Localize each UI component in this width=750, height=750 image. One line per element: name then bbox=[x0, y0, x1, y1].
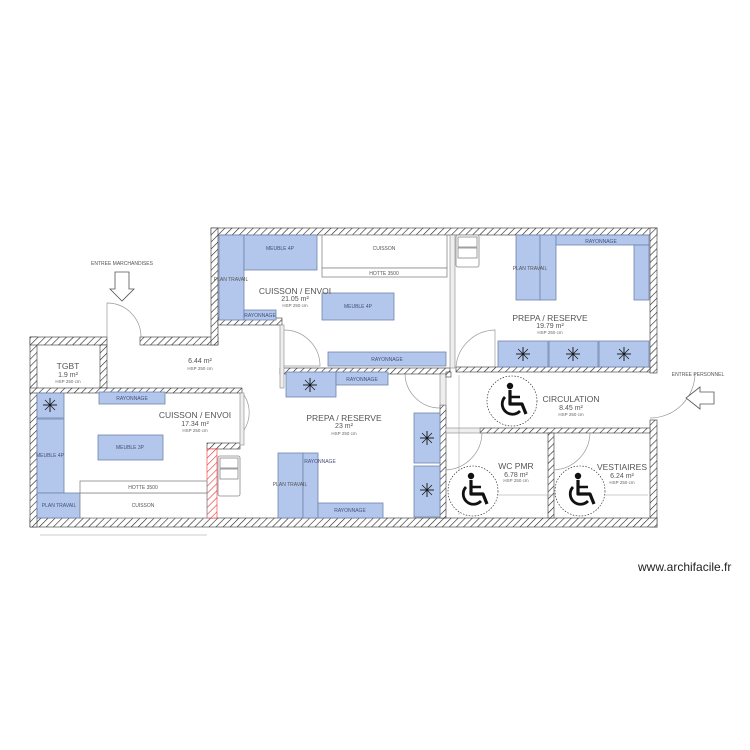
label: HSP 250 cm bbox=[182, 428, 207, 433]
label: CUISSON / ENVOI bbox=[259, 286, 331, 296]
label: PLAN TRAVAIL bbox=[513, 266, 548, 272]
wheelchair-accessibility-icon bbox=[553, 464, 607, 518]
label: CIRCULATION bbox=[543, 394, 600, 404]
room-vestiaires: VESTIAIRES 6.24 m² HSP 250 cm bbox=[597, 462, 647, 485]
room-prepa-reserve-1: PREPA / RESERVE 19.79 m² HSP 250 cm bbox=[512, 313, 588, 335]
wheelchair-accessibility-icon bbox=[446, 464, 500, 518]
label: MEUBLE 4P bbox=[344, 304, 373, 310]
entrance-staff: ENTREE PERSONNEL bbox=[672, 372, 725, 410]
brand-watermark: www.archifacile.fr bbox=[637, 560, 731, 574]
room-6-44: 6.44 m² HSP 250 cm bbox=[187, 358, 212, 371]
walls bbox=[29, 227, 658, 528]
freezer-snowflake-icon bbox=[565, 346, 581, 362]
entrance-goods-label: ENTREE MARCHANDISES bbox=[91, 261, 154, 267]
room-cuisson-envoi-2: CUISSON / ENVOI 17.34 m² HSP 250 cm bbox=[159, 410, 231, 433]
freezer-snowflake-icon bbox=[419, 482, 435, 498]
entrance-arrow-icon bbox=[685, 386, 715, 410]
label: HOTTE 3500 bbox=[128, 485, 158, 491]
label: RAYONNAGE bbox=[244, 313, 276, 319]
room-circulation: CIRCULATION 8.45 m² HSP 250 cm bbox=[543, 394, 600, 417]
label: 17.34 m² bbox=[181, 421, 209, 428]
label: PREPA / RESERVE bbox=[512, 313, 588, 323]
label: 8.45 m² bbox=[559, 405, 583, 412]
room-wc-pmr: WC PMR 6.78 m² HSP 250 cm bbox=[498, 461, 533, 483]
label: 6.78 m² bbox=[504, 472, 528, 479]
label: VESTIAIRES bbox=[597, 462, 647, 472]
label: RAYONNAGE bbox=[304, 459, 336, 465]
label: TGBT bbox=[57, 361, 80, 371]
label: PLAN TRAVAIL bbox=[42, 503, 77, 509]
sink-icon bbox=[217, 455, 241, 497]
label: HSP 250 cm bbox=[558, 412, 583, 417]
label: HSP 250 cm bbox=[503, 478, 528, 483]
freezer-snowflake-icon bbox=[515, 346, 531, 362]
label: HSP 250 cm bbox=[609, 480, 634, 485]
furniture: PLAN TRAVAIL MEUBLE 4P RAYONNAGE CUISSON… bbox=[36, 234, 650, 519]
room-prepa-reserve-2: PREPA / RESERVE 23 m² HSP 250 cm bbox=[306, 413, 382, 436]
label: PLAN TRAVAIL bbox=[273, 482, 308, 488]
label: HSP 250 cm bbox=[537, 330, 562, 335]
label: RAYONNAGE bbox=[585, 239, 617, 245]
entrance-goods: ENTREE MARCHANDISES bbox=[91, 261, 154, 302]
freezer-snowflake-icon bbox=[302, 377, 318, 393]
label: WC PMR bbox=[498, 461, 533, 471]
freezer-snowflake-icon bbox=[42, 397, 58, 413]
label: PLAN TRAVAIL bbox=[214, 277, 249, 283]
label: 19.79 m² bbox=[536, 323, 564, 330]
wheelchair-accessibility-icon bbox=[485, 374, 539, 428]
entrance-arrow-icon bbox=[109, 271, 135, 302]
label: CUISSON bbox=[132, 503, 155, 509]
label: 1.9 m² bbox=[58, 372, 79, 379]
entrance-staff-label: ENTREE PERSONNEL bbox=[672, 372, 725, 378]
label: RAYONNAGE bbox=[116, 396, 148, 402]
freezer-snowflake-icon bbox=[419, 430, 435, 446]
label: 6.24 m² bbox=[610, 473, 634, 480]
label: RAYONNAGE bbox=[371, 357, 403, 363]
label: 21.05 m² bbox=[281, 296, 309, 303]
label: PREPA / RESERVE bbox=[306, 413, 382, 423]
label: MEUBLE 3P bbox=[116, 445, 145, 451]
label: HOTTE 3500 bbox=[369, 271, 399, 277]
sink-icon bbox=[455, 234, 480, 268]
room-cuisson-envoi-1: CUISSON / ENVOI 21.05 m² HSP 250 cm bbox=[259, 286, 331, 308]
label: 6.44 m² bbox=[188, 358, 212, 365]
label: HSP 250 cm bbox=[55, 379, 80, 384]
label: HSP 250 cm bbox=[331, 431, 356, 436]
doors bbox=[106, 302, 696, 471]
label: MEUBLE 4P bbox=[36, 453, 65, 459]
label: HSP 250 cm bbox=[282, 303, 307, 308]
label: HSP 250 cm bbox=[187, 366, 212, 371]
label: 23 m² bbox=[335, 423, 354, 430]
label: MEUBLE 4P bbox=[266, 246, 295, 252]
label: CUISSON / ENVOI bbox=[159, 410, 231, 420]
freezer-snowflake-icon bbox=[616, 346, 632, 362]
label: CUISSON bbox=[373, 246, 396, 252]
room-tgbt: TGBT 1.9 m² HSP 250 cm bbox=[55, 361, 80, 384]
label: RAYONNAGE bbox=[334, 508, 366, 514]
label: RAYONNAGE bbox=[346, 377, 378, 383]
